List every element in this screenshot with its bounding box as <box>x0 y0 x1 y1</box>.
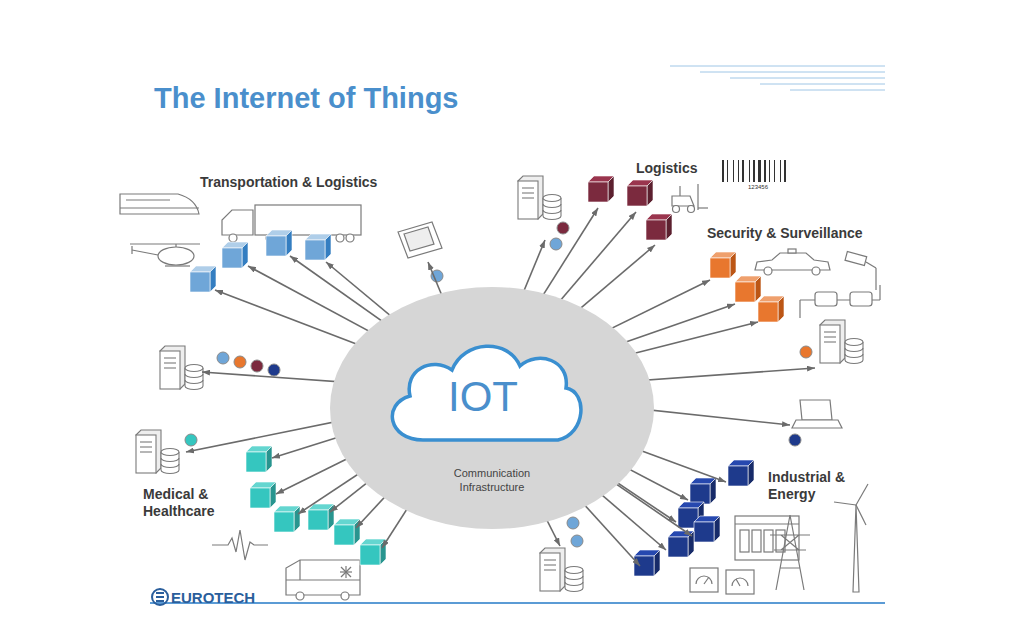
device-cube <box>735 276 761 302</box>
status-dot <box>550 238 562 250</box>
status-dot <box>571 535 583 547</box>
barcode <box>722 160 786 182</box>
device-cube <box>190 266 216 292</box>
logo-text: EUROTECH <box>171 589 255 607</box>
device-cube <box>758 296 784 322</box>
category-label: Transportation & Logistics <box>200 174 377 191</box>
category-label: Logistics <box>636 160 697 177</box>
region-label: Communication Infrastructure <box>436 466 548 494</box>
page-title: The Internet of Things <box>154 82 459 115</box>
status-dot <box>557 222 569 234</box>
device-cube <box>334 519 360 545</box>
server <box>518 176 561 220</box>
logo-mark <box>152 589 168 605</box>
status-dot <box>234 356 246 368</box>
device-cube <box>250 482 276 508</box>
barcode-number: 123456 <box>748 184 768 191</box>
device-cube <box>710 252 736 278</box>
device-cube <box>588 176 614 202</box>
status-dot <box>789 434 801 446</box>
status-dot <box>217 352 229 364</box>
status-dot <box>268 364 280 376</box>
network-region: Communication Infrastructure IOT <box>329 286 655 530</box>
server <box>540 548 583 592</box>
footer-line <box>150 602 885 604</box>
device-cube <box>627 180 653 206</box>
status-dot <box>185 434 197 446</box>
category-label: Industrial & Energy <box>768 469 864 503</box>
server <box>820 320 863 364</box>
device-cube <box>694 516 720 542</box>
device-cube <box>305 234 331 260</box>
device-cube <box>360 539 386 565</box>
line-art <box>120 184 880 600</box>
category-label: Security & Surveillance <box>707 225 863 242</box>
status-dot <box>800 346 812 358</box>
status-dot <box>567 517 579 529</box>
device-cube <box>222 242 248 268</box>
device-cube <box>690 478 716 504</box>
cloud-shape: IOT <box>378 336 588 448</box>
device-cube <box>646 214 672 240</box>
device-cube <box>308 504 334 530</box>
cloud-label: IOT <box>448 374 518 420</box>
category-label: Medical & Healthcare <box>143 486 239 520</box>
server <box>160 346 203 390</box>
server <box>136 430 179 474</box>
status-dot <box>251 360 263 372</box>
device-cube <box>266 230 292 256</box>
device-cube <box>274 506 300 532</box>
device-cube <box>246 446 272 472</box>
device-cube <box>728 460 754 486</box>
header-lines <box>670 66 885 90</box>
